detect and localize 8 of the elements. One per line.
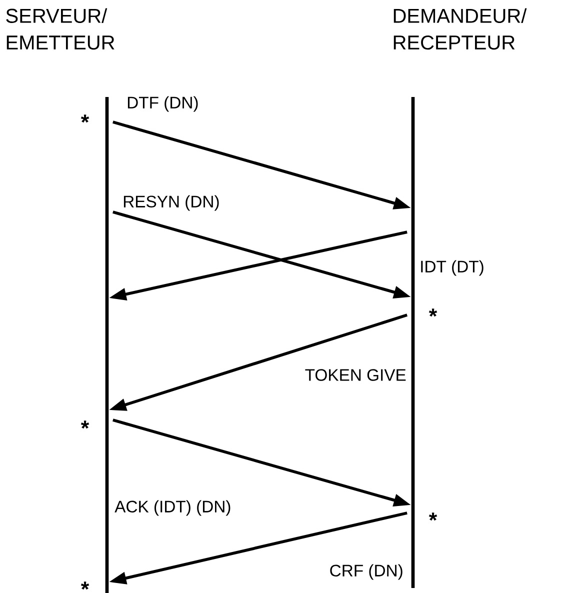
edge-label: TOKEN GIVE	[304, 368, 408, 382]
edge-label: DTF (DN)	[125, 94, 200, 114]
edge-label: ACK (IDT) (DN)	[113, 498, 233, 518]
edge-label: IDT (DT)	[418, 258, 486, 278]
edge-label: RESYN (DN)	[121, 194, 222, 212]
lifeline-heading: SERVEUR/ EMETTEUR	[6, 8, 114, 50]
lifeline-heading: DEMANDEUR/ RECEPTEUR	[394, 8, 527, 50]
edge-label: CRF (DN)	[328, 562, 405, 582]
